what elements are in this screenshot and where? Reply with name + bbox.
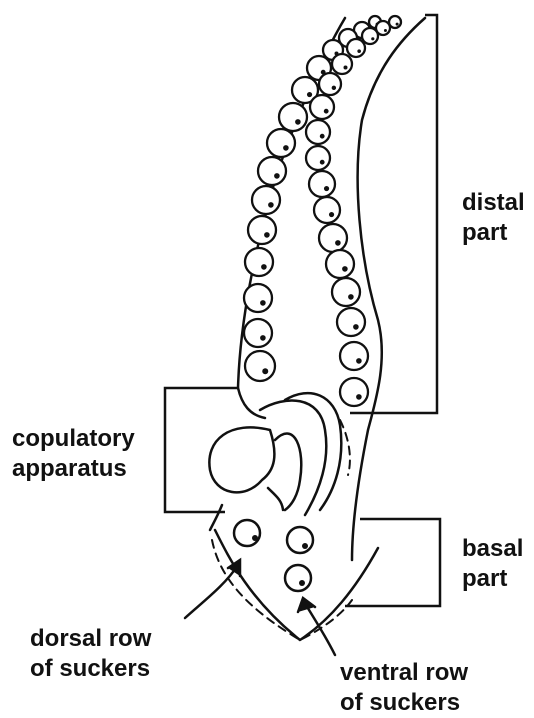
sucker	[245, 351, 275, 381]
sucker	[244, 319, 272, 347]
sucker-dot	[332, 86, 336, 90]
distal-label-line1: distal	[462, 188, 525, 218]
pointer-arrows	[185, 560, 335, 655]
sucker	[248, 216, 276, 244]
sucker-dot	[348, 294, 354, 300]
sucker	[347, 39, 365, 57]
basal-suckers	[234, 520, 313, 591]
basal-label-line2: part	[462, 564, 523, 594]
sucker-dot	[302, 543, 308, 549]
sucker-dot	[274, 173, 280, 179]
sucker	[310, 95, 334, 119]
copulatory-bracket	[165, 388, 238, 512]
sucker-dot	[320, 160, 325, 165]
sucker	[306, 146, 330, 170]
dashed-outline	[212, 420, 352, 640]
ventral-label-line2: of suckers	[340, 688, 468, 718]
sucker	[258, 157, 286, 185]
sucker-dot	[268, 202, 274, 208]
sucker-dot	[344, 66, 348, 70]
dorsal-row-label: dorsal row of suckers	[30, 624, 151, 684]
sucker-dot	[295, 119, 301, 125]
sucker-dot	[384, 29, 387, 32]
sucker-dot	[260, 335, 266, 341]
ventral-arrowhead	[298, 598, 315, 612]
sucker	[234, 520, 260, 546]
basal-bracket	[345, 519, 440, 606]
sucker	[332, 278, 360, 306]
ventral-row-label: ventral row of suckers	[340, 658, 468, 718]
sucker-dot	[342, 266, 348, 272]
sucker-dot	[357, 49, 361, 53]
sucker-dot	[329, 212, 334, 217]
sucker-dot	[320, 134, 325, 139]
sucker-dot	[299, 580, 305, 586]
sucker-dot	[262, 368, 268, 374]
sucker	[337, 308, 365, 336]
sucker-dot	[252, 535, 258, 541]
copulatory-apparatus-label: copulatory apparatus	[12, 424, 135, 484]
basal-part-label: basal part	[462, 534, 523, 594]
sucker-dot	[396, 23, 399, 26]
dorsal-arrow-line	[185, 565, 238, 618]
copulatory-label-line1: copulatory	[12, 424, 135, 454]
sucker	[362, 28, 378, 44]
sucker	[319, 224, 347, 252]
sucker	[340, 378, 368, 406]
copulatory-label-line2: apparatus	[12, 454, 135, 484]
sucker	[287, 527, 313, 553]
sucker-dot	[324, 109, 329, 114]
sucker-dot	[283, 145, 289, 151]
sucker-dot	[371, 37, 374, 40]
sucker-dot	[264, 232, 270, 238]
sucker-dot	[260, 300, 266, 306]
sucker	[306, 120, 330, 144]
sucker	[279, 103, 307, 131]
dorsal-label-line1: dorsal row	[30, 624, 151, 654]
distal-part-label: distal part	[462, 188, 525, 248]
sucker	[319, 73, 341, 95]
sucker	[267, 129, 295, 157]
sucker-dot	[307, 92, 312, 97]
distal-label-line2: part	[462, 218, 525, 248]
sucker	[245, 248, 273, 276]
sucker-dot	[353, 324, 359, 330]
sucker	[314, 197, 340, 223]
sucker-dot	[356, 394, 362, 400]
basal-label-line1: basal	[462, 534, 523, 564]
sucker	[244, 284, 272, 312]
dorsal-label-line2: of suckers	[30, 654, 151, 684]
sucker	[332, 54, 352, 74]
sucker	[326, 250, 354, 278]
sucker-dot	[261, 264, 267, 270]
sucker-dot	[324, 186, 329, 191]
sucker	[252, 186, 280, 214]
sucker	[309, 171, 335, 197]
dorsal-arrowhead	[228, 560, 240, 576]
sucker-dot	[335, 240, 341, 246]
ventral-label-line1: ventral row	[340, 658, 468, 688]
sucker	[340, 342, 368, 370]
sucker	[285, 565, 311, 591]
sucker-dot	[356, 358, 362, 364]
